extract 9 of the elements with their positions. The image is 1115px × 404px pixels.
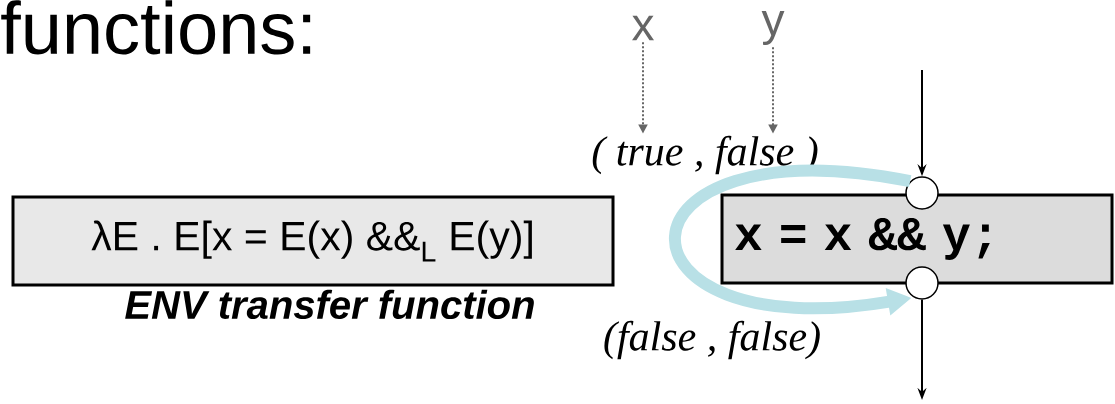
circle-node	[905, 266, 939, 300]
variable-name: x	[632, 15, 654, 41]
title: functions:	[1, 0, 311, 55]
node-label: ENV transfer function	[125, 289, 534, 320]
value-pair: (false , false)	[604, 320, 820, 360]
variable-name: y	[761, 11, 785, 45]
formula-box: λE . E[x = E(x) &&$_{L}$ E(y)]	[11, 195, 615, 287]
circle-node	[905, 176, 939, 210]
code-box: x = x && y;	[720, 193, 1114, 285]
